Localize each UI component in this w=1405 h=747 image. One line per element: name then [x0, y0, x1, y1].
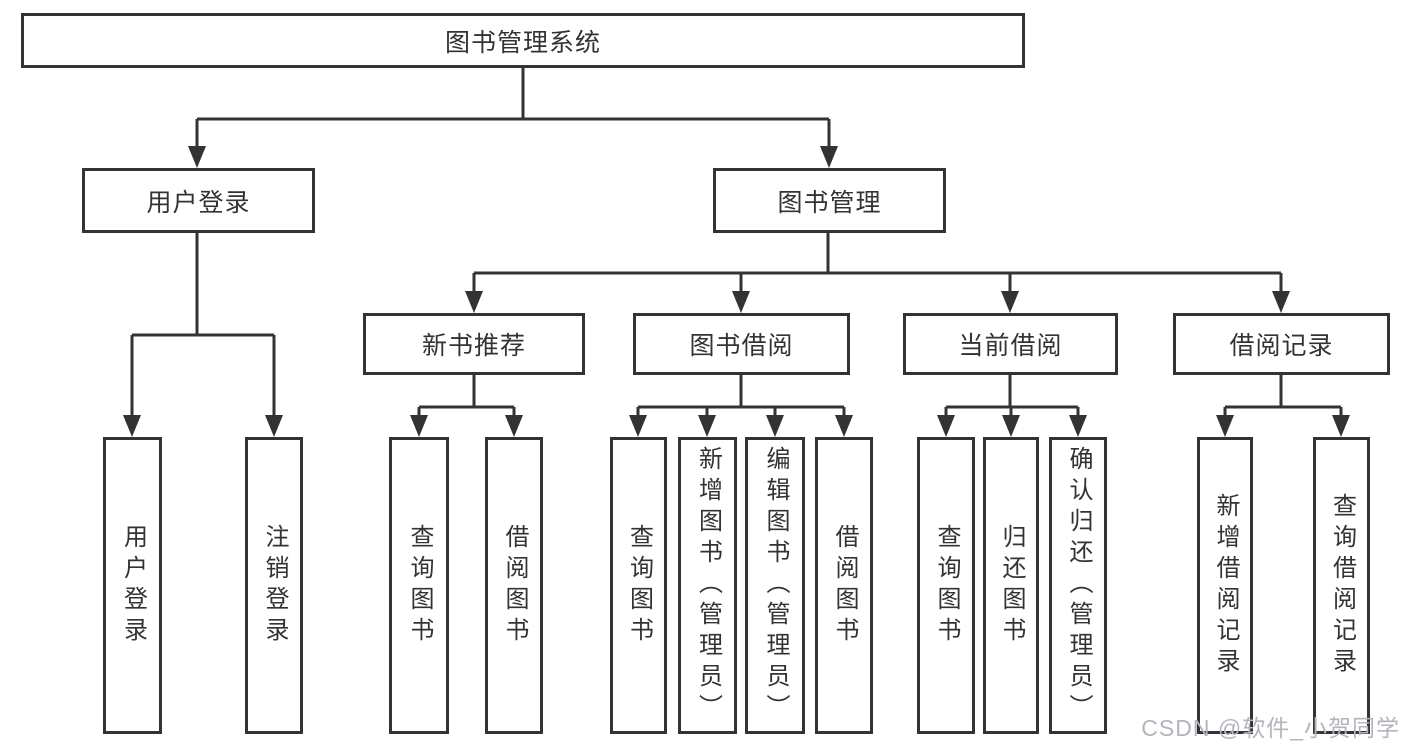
arrow-down-icon [1069, 415, 1087, 437]
node-user-login: 用户登录 [82, 168, 315, 233]
node-book-management: 图书管理 [713, 168, 946, 233]
node-library-management-system: 图书管理系统 [21, 13, 1025, 68]
arrow-down-icon [1002, 415, 1020, 437]
connector-new-books-to-leaves [410, 375, 523, 437]
leaf-edit-books-admin: 编辑图书（管理员） [745, 437, 805, 734]
leaf-user-login: 用户登录 [103, 437, 162, 734]
arrow-down-icon [465, 291, 483, 313]
arrow-down-icon [820, 146, 838, 168]
arrow-down-icon [1216, 415, 1234, 437]
leaf-return-books: 归还图书 [983, 437, 1039, 734]
leaf-query-books-recommend: 查询图书 [389, 437, 449, 734]
connector-borrow-records-to-leaves [1216, 375, 1350, 437]
leaf-query-books-borrow: 查询图书 [610, 437, 667, 734]
leaf-query-books-current: 查询图书 [917, 437, 975, 734]
arrow-down-icon [732, 291, 750, 313]
node-book-borrow: 图书借阅 [633, 313, 850, 375]
arrow-down-icon [937, 415, 955, 437]
arrow-down-icon [188, 146, 206, 168]
connector-user-login-to-leaves [123, 233, 283, 437]
leaf-logout: 注销登录 [245, 437, 303, 734]
node-new-book-recommend: 新书推荐 [363, 313, 585, 375]
node-borrow-records: 借阅记录 [1173, 313, 1390, 375]
leaf-borrow-books-recommend: 借阅图书 [485, 437, 543, 734]
connector-book-mgmt-to-level3 [465, 233, 1290, 313]
arrow-down-icon [123, 415, 141, 437]
arrow-down-icon [835, 415, 853, 437]
arrow-down-icon [629, 415, 647, 437]
arrow-down-icon [1272, 291, 1290, 313]
leaf-add-borrow-record: 新增借阅记录 [1197, 437, 1253, 734]
arrow-down-icon [766, 415, 784, 437]
connector-current-borrow-to-leaves [937, 375, 1087, 437]
arrow-down-icon [1001, 291, 1019, 313]
node-current-borrow: 当前借阅 [903, 313, 1118, 375]
arrow-down-icon [505, 415, 523, 437]
leaf-add-books-admin: 新增图书（管理员） [678, 437, 737, 734]
leaf-borrow-books: 借阅图书 [815, 437, 873, 734]
arrow-down-icon [1332, 415, 1350, 437]
leaf-confirm-return-admin: 确认归还（管理员） [1049, 437, 1107, 734]
arrow-down-icon [698, 415, 716, 437]
connector-book-borrow-to-leaves [629, 375, 853, 437]
arrow-down-icon [410, 415, 428, 437]
connector-root-to-level2 [188, 68, 838, 168]
arrow-down-icon [265, 415, 283, 437]
leaf-query-borrow-record: 查询借阅记录 [1313, 437, 1370, 734]
watermark: CSDN @软件_小贺同学 [1141, 715, 1400, 741]
